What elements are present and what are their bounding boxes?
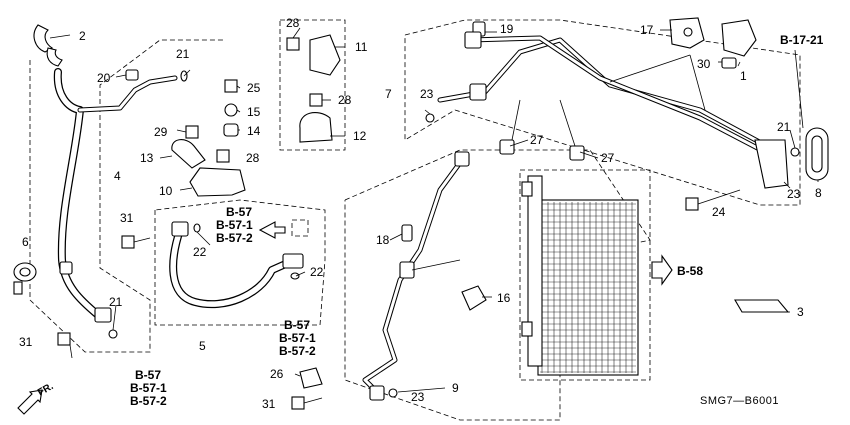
part-number-10: 10	[159, 184, 173, 198]
part-number-labels: 2 21 20 25 15 14 29 13 28 10 4 28 11 28 …	[19, 16, 822, 411]
ref-b572-mid: B-57-2	[216, 231, 253, 245]
bolt-31a	[121, 235, 151, 249]
hose-fitting	[94, 307, 112, 323]
ref-b571-mid: B-57-1	[216, 218, 253, 232]
bolt-28a	[286, 37, 300, 51]
bracket-parts	[171, 34, 341, 197]
hose-crimp	[59, 261, 73, 275]
part-number-13: 13	[140, 151, 154, 165]
part-number-24: 24	[712, 205, 726, 219]
bolt-29	[185, 125, 199, 139]
ref-arrows	[17, 219, 673, 415]
suction-hose	[53, 68, 178, 323]
ref-b58: B-58	[677, 264, 703, 278]
part-number-31b: 31	[19, 335, 33, 349]
part-number-27a: 27	[530, 133, 544, 147]
part-number-6: 6	[22, 235, 29, 249]
top-right-brackets	[669, 17, 757, 69]
clip-part-2	[33, 24, 63, 67]
ref-b571-lower: B-57-1	[279, 331, 316, 345]
ref-b572-left: B-57-2	[130, 394, 167, 408]
part-number-22b: 22	[310, 265, 324, 279]
part-number-16: 16	[497, 291, 511, 305]
bolt-24	[685, 189, 741, 211]
part-number-28a: 28	[286, 16, 300, 30]
pressure-switch-18	[401, 224, 413, 242]
fr-arrow	[17, 389, 43, 415]
ref-b571-left: B-57-1	[130, 381, 167, 395]
part-number-9: 9	[452, 381, 459, 395]
part-number-12: 12	[353, 129, 367, 143]
discharge-hose	[169, 221, 304, 309]
part-number-28c: 28	[246, 151, 260, 165]
part-number-4: 4	[114, 169, 121, 183]
part-number-21c: 21	[777, 120, 791, 134]
part-number-25: 25	[247, 81, 261, 95]
washer-15	[224, 103, 238, 117]
part-number-29: 29	[154, 125, 168, 139]
bolt-28c	[216, 149, 230, 163]
part-number-23c: 23	[411, 390, 425, 404]
part-number-23a: 23	[420, 87, 434, 101]
reference-labels: B-57 B-57-1 B-57-2 B-57 B-57-1 B-57-2 B-…	[130, 33, 824, 408]
bolt-31c	[291, 396, 323, 410]
cap-20	[125, 69, 139, 81]
bolt-25	[224, 79, 238, 93]
diagram-code: SMG7—B6001	[700, 395, 779, 407]
bolt-31b	[57, 332, 73, 359]
part-number-5: 5	[199, 339, 206, 353]
part-number-19: 19	[500, 22, 514, 36]
front-direction-label: FR.	[36, 381, 56, 399]
part-number-2: 2	[79, 29, 86, 43]
part-number-18: 18	[376, 233, 390, 247]
ref-b57-lower: B-57	[284, 318, 310, 332]
part-number-14: 14	[247, 124, 261, 138]
condenser-pipe	[437, 31, 829, 189]
part-number-15: 15	[247, 105, 261, 119]
part-number-26: 26	[270, 367, 284, 381]
part-number-22a: 22	[193, 245, 207, 259]
part-number-21a: 21	[176, 47, 190, 61]
clip-part-6	[13, 262, 37, 295]
bolt-28b	[309, 93, 323, 107]
part-number-3: 3	[797, 305, 804, 319]
part-number-28b: 28	[338, 93, 352, 107]
part-number-30: 30	[697, 57, 711, 71]
part-number-27b: 27	[601, 151, 615, 165]
label-plate-3	[734, 299, 790, 313]
part-number-17: 17	[640, 23, 654, 37]
ref-b572-lower: B-57-2	[279, 344, 316, 358]
o-rings	[108, 70, 800, 398]
part-number-8: 8	[815, 186, 822, 200]
part-number-31c: 31	[262, 397, 276, 411]
ref-b57-left: B-57	[135, 368, 161, 382]
part-number-11: 11	[355, 40, 368, 54]
ref-b1721: B-17-21	[780, 33, 824, 47]
part-number-1: 1	[740, 69, 747, 83]
leader-lines	[49, 27, 819, 393]
grommet-14	[223, 123, 239, 137]
receiver-pipe	[362, 151, 470, 401]
part-number-23b: 23	[787, 187, 801, 201]
bolts	[57, 21, 741, 410]
condenser-core	[521, 175, 639, 376]
ref-box	[291, 219, 309, 237]
ref-b57-mid: B-57	[226, 205, 252, 219]
part-number-20: 20	[97, 71, 111, 85]
part-number-31a: 31	[120, 211, 134, 225]
part-number-21b: 21	[109, 295, 123, 309]
part-number-7: 7	[385, 87, 392, 101]
group-outlines	[29, 19, 801, 421]
